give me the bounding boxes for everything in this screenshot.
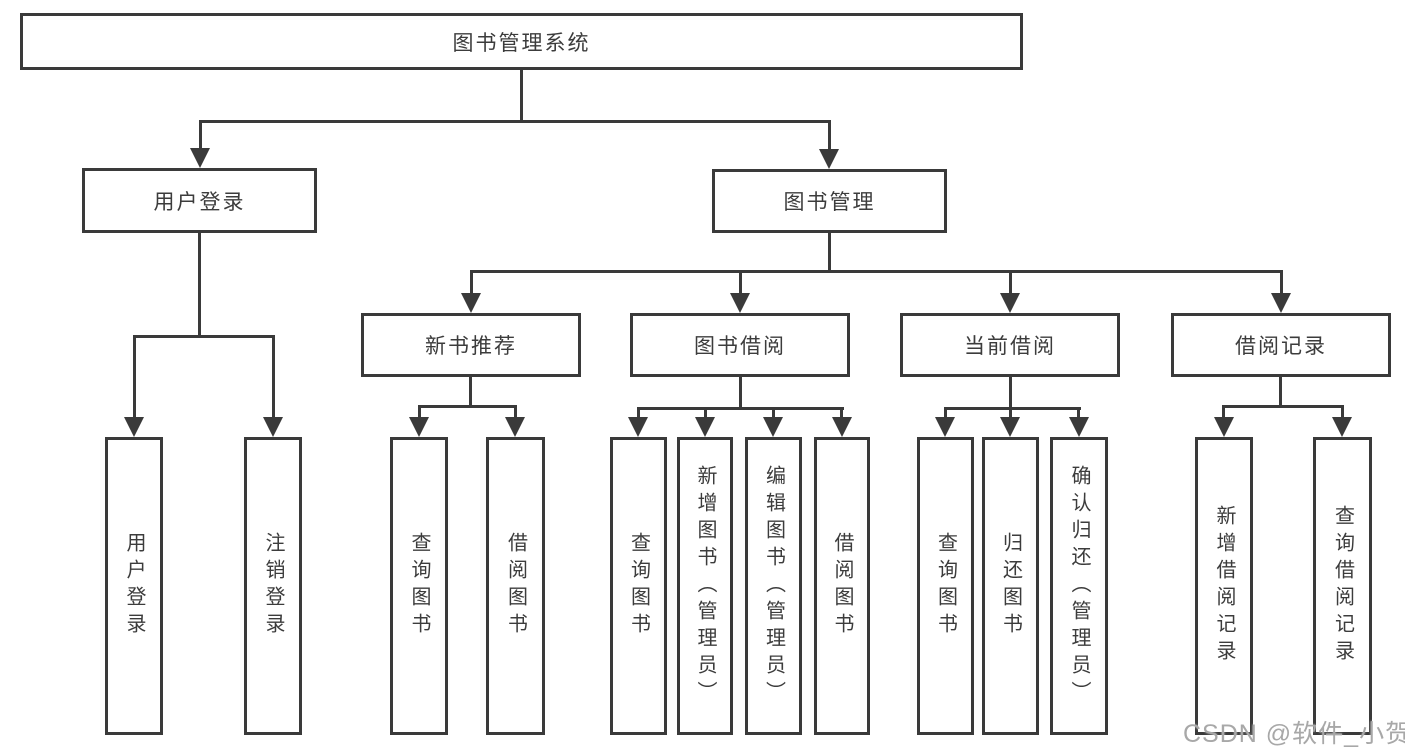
arrow-down-icon [1000,293,1020,313]
leaf-label: 新增图书（管理员） [694,464,716,708]
connector-root-drop-left [199,120,202,150]
connector-recommend-vline [469,375,472,408]
connector-current-vline [1009,375,1012,410]
leaf-current-query-books: 查询图书 [917,437,974,735]
leaf-label: 查询图书 [627,532,650,640]
arrow-down-icon [1214,417,1234,437]
leaf-label: 编辑图书（管理员） [762,464,785,708]
leaf-borrowing-borrow-books: 借阅图书 [814,437,870,735]
leaf-recommend-borrow-books: 借阅图书 [486,437,545,735]
arrow-down-icon [1271,293,1291,313]
node-borrowing-records: 借阅记录 [1171,313,1391,377]
connector-root-drop-right [828,120,831,151]
arrow-down-icon [1069,417,1089,437]
arrow-down-icon [505,417,525,437]
node-label: 当前借阅 [964,335,1056,358]
connector-recommend-drop-2 [514,405,517,417]
arrow-down-icon [190,148,210,168]
leaf-logout-login: 注销登录 [244,437,302,735]
leaf-label: 借阅图书 [831,532,853,640]
connector-root-hline [199,120,831,123]
connector-root-vline [520,68,523,123]
node-book-borrowing: 图书借阅 [630,313,850,377]
leaf-label: 查询图书 [408,532,430,640]
leaf-recommend-query-books: 查询图书 [390,437,448,735]
connector-borrowing-drop-2 [704,407,707,417]
node-book-management: 图书管理 [712,169,947,233]
connector-borrowing-drop-3 [772,407,775,417]
arrow-down-icon [263,417,283,437]
connector-borrowing-vline [739,375,742,410]
leaf-label: 查询借阅记录 [1331,505,1354,667]
connector-records-vline [1279,375,1282,407]
leaf-label: 注销登录 [262,532,284,640]
leaf-borrowing-query-books: 查询图书 [610,437,667,735]
node-label: 借阅记录 [1235,335,1327,358]
node-label: 新书推荐 [425,335,517,358]
connector-borrowing-drop-4 [840,407,843,417]
leaf-records-add-borrow-record: 新增借阅记录 [1195,437,1253,735]
connector-records-hline [1223,405,1344,408]
watermark: CSDN @软件_小贺同学 [1183,720,1405,747]
leaf-label: 确认归还（管理员） [1068,464,1090,708]
leaf-label: 用户登录 [123,532,145,640]
arrow-down-icon [1000,417,1020,437]
connector-book-mgmt-drop-3 [1009,270,1012,293]
arrow-down-icon [935,417,955,437]
arrow-down-icon [409,417,429,437]
connector-records-drop-2 [1341,405,1344,417]
node-user-login: 用户登录 [82,168,317,233]
connector-current-drop-2 [1009,407,1012,417]
leaf-label: 查询图书 [934,532,957,640]
connector-records-drop-1 [1222,405,1225,417]
node-current-borrowing: 当前借阅 [900,313,1120,377]
leaf-current-confirm-return-admin: 确认归还（管理员） [1050,437,1108,735]
node-label: 用户登录 [153,190,246,214]
leaf-borrowing-add-books-admin: 新增图书（管理员） [677,437,733,735]
arrow-down-icon [124,417,144,437]
leaf-borrowing-edit-books-admin: 编辑图书（管理员） [745,437,802,735]
connector-recommend-drop-1 [418,405,421,417]
node-label: 图书管理系统 [452,31,591,55]
connector-current-drop-1 [944,407,947,417]
connector-user-login-hline [133,335,275,338]
connector-book-mgmt-drop-4 [1280,270,1283,293]
connector-recommend-hline [418,405,517,408]
connector-user-login-drop-1 [133,335,136,417]
connector-borrowing-drop-1 [637,407,640,417]
leaf-current-return-books: 归还图书 [982,437,1039,735]
leaf-label: 新增借阅记录 [1213,505,1235,667]
arrow-down-icon [628,417,648,437]
connector-borrowing-hline [637,407,844,410]
arrow-down-icon [461,293,481,313]
leaf-user-login: 用户登录 [105,437,163,735]
connector-user-login-drop-2 [272,335,275,417]
arrow-down-icon [1332,417,1352,437]
arrow-down-icon [695,417,715,437]
connector-book-mgmt-drop-2 [739,270,742,293]
connector-current-drop-3 [1077,407,1080,417]
leaf-records-query-borrow-record: 查询借阅记录 [1313,437,1372,735]
arrow-down-icon [832,417,852,437]
connector-book-mgmt-drop-1 [470,270,473,293]
connector-book-mgmt-hline [470,270,1282,273]
node-label: 图书借阅 [694,335,786,358]
connector-user-login-vline [198,231,201,338]
arrow-down-icon [730,293,750,313]
leaf-label: 归还图书 [999,532,1022,640]
leaf-label: 借阅图书 [504,532,527,640]
node-label: 图书管理 [783,191,876,214]
node-new-book-recommendation: 新书推荐 [361,313,581,377]
node-library-management-system: 图书管理系统 [20,13,1023,70]
connector-book-mgmt-vline [828,231,831,273]
arrow-down-icon [819,149,839,169]
arrow-down-icon [763,417,783,437]
connector-current-hline [944,407,1081,410]
